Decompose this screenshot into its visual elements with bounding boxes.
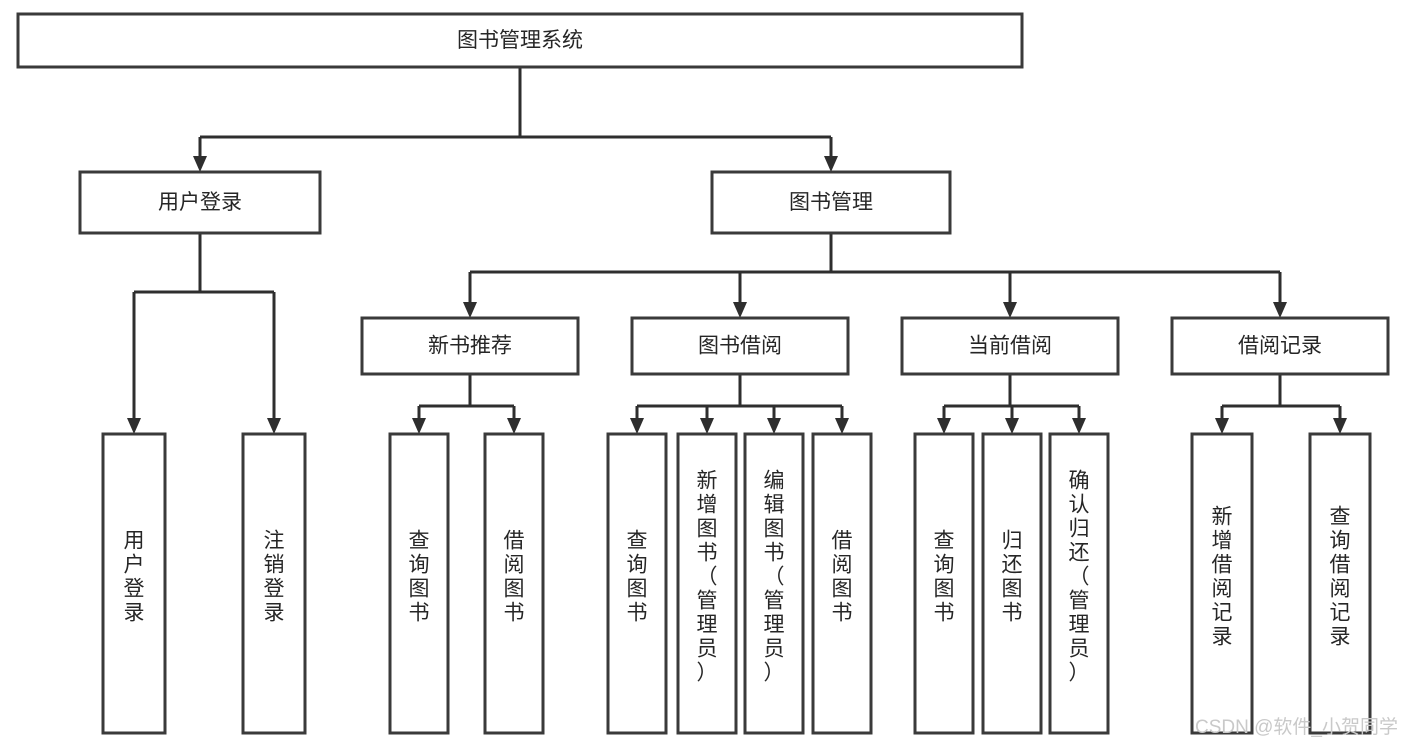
leaf-node-label: 借阅图书 — [504, 530, 525, 625]
leaf-node-box — [1190, 432, 1254, 735]
leaf-node-box — [811, 432, 873, 735]
level3-node-label: 图书借阅 — [698, 335, 782, 358]
leaf-node-box — [1308, 432, 1372, 735]
nodes-layer: 图书管理系统用户登录图书管理新书推荐图书借阅当前借阅借阅记录用户登录注销登录查询… — [16, 12, 1390, 735]
leaf-node-box — [676, 432, 738, 735]
level3-node-box — [1170, 316, 1390, 376]
level3-node-box — [630, 316, 850, 376]
leaf-node-box — [241, 432, 307, 735]
leaf-node-box — [913, 432, 975, 735]
leaf-node-6[interactable]: 新增图书（管理员） — [676, 432, 738, 735]
leaf-node-box — [606, 432, 668, 735]
level2-node-1[interactable]: 用户登录 — [78, 170, 322, 235]
leaf-node-7[interactable]: 编辑图书（管理员） — [743, 432, 805, 735]
leaf-node-label: 查询图书 — [934, 530, 955, 625]
leaf-node-label: 用户登录 — [124, 530, 145, 625]
level2-node-label: 用户登录 — [158, 191, 242, 214]
level3-node-label: 当前借阅 — [968, 335, 1052, 358]
leaf-node-label: 查询图书 — [627, 530, 648, 625]
leaf-node-4[interactable]: 借阅图书 — [483, 432, 545, 735]
root-node-1[interactable]: 图书管理系统 — [16, 12, 1024, 69]
leaf-node-label: 借阅图书 — [832, 530, 853, 625]
level3-node-2[interactable]: 图书借阅 — [630, 316, 850, 376]
level3-node-1[interactable]: 新书推荐 — [360, 316, 580, 376]
watermark-label: CSDN @软件_小贺同学 — [1195, 716, 1398, 738]
root-node-box — [16, 12, 1024, 69]
leaf-node-box — [981, 432, 1043, 735]
level3-node-4[interactable]: 借阅记录 — [1170, 316, 1390, 376]
level2-node-2[interactable]: 图书管理 — [710, 170, 952, 235]
level2-node-label: 图书管理 — [789, 191, 873, 214]
connectors-layer — [127, 67, 1347, 434]
root-node-label: 图书管理系统 — [457, 29, 583, 52]
leaf-node-5[interactable]: 查询图书 — [606, 432, 668, 735]
leaf-node-label: 新增借阅记录 — [1212, 506, 1233, 649]
leaf-node-label: 查询图书 — [409, 530, 430, 625]
leaf-node-box — [743, 432, 805, 735]
leaf-node-box — [388, 432, 450, 735]
level2-node-box — [78, 170, 322, 235]
leaf-node-11[interactable]: 确认归还（管理员） — [1048, 432, 1110, 735]
level3-node-label: 新书推荐 — [428, 335, 512, 358]
leaf-node-label: 新增图书（管理员） — [697, 470, 718, 685]
leaf-node-10[interactable]: 归还图书 — [981, 432, 1043, 735]
leaf-node-label: 确认归还（管理员） — [1069, 470, 1090, 685]
leaf-node-12[interactable]: 新增借阅记录 — [1190, 432, 1254, 735]
leaf-node-label: 编辑图书（管理员） — [764, 470, 785, 685]
level3-node-box — [360, 316, 580, 376]
leaf-node-label: 归还图书 — [1002, 530, 1023, 625]
level2-node-box — [710, 170, 952, 235]
level3-node-box — [900, 316, 1120, 376]
leaf-node-9[interactable]: 查询图书 — [913, 432, 975, 735]
leaf-node-box — [483, 432, 545, 735]
leaf-node-box — [1048, 432, 1110, 735]
leaf-node-1[interactable]: 用户登录 — [101, 432, 167, 735]
level3-node-label: 借阅记录 — [1238, 335, 1322, 358]
leaf-node-box — [101, 432, 167, 735]
leaf-node-13[interactable]: 查询借阅记录 — [1308, 432, 1372, 735]
leaf-node-label: 注销登录 — [264, 530, 285, 625]
leaf-node-8[interactable]: 借阅图书 — [811, 432, 873, 735]
leaf-node-label: 查询借阅记录 — [1330, 506, 1351, 649]
leaf-node-3[interactable]: 查询图书 — [388, 432, 450, 735]
leaf-node-2[interactable]: 注销登录 — [241, 432, 307, 735]
level3-node-3[interactable]: 当前借阅 — [900, 316, 1120, 376]
